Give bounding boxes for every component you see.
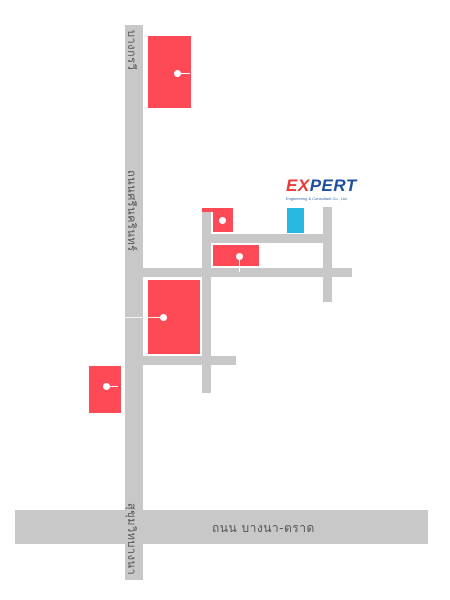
main-vertical-road: [125, 25, 143, 580]
logo-wordmark: EXPERT: [286, 176, 357, 196]
company-logo: EXPERT Engineering & Consultant Co., Ltd…: [282, 170, 358, 204]
landmark-notch: [202, 208, 213, 212]
landmark-marker: [160, 314, 167, 321]
landmark-leader-line: [178, 73, 190, 74]
destination-building: [287, 208, 304, 233]
landmark-leader-line: [125, 317, 163, 318]
side-road-vertical-2: [323, 207, 332, 302]
road-label-top: บางกรวี: [125, 30, 138, 71]
landmark-leader-line: [106, 386, 118, 387]
side-road-horizontal-1: [143, 268, 352, 277]
landmark-marker: [174, 70, 181, 77]
side-road-horizontal-3: [143, 356, 236, 365]
road-label-bangna-trad: ถนน บางนา-ตราด: [212, 521, 315, 535]
road-label-mid: ถนนศรีนครินทร์: [125, 170, 138, 252]
logo-tagline: Engineering & Consultant Co., Ltd.: [286, 196, 348, 201]
landmark-block-top: [148, 36, 191, 108]
main-horizontal-road: [15, 510, 428, 544]
landmark-leader-line: [239, 256, 240, 272]
side-road-horizontal-2: [211, 234, 327, 243]
logo-word-pert: PERT: [309, 176, 357, 195]
road-label-bottom: สุขุมวิทบางนา: [125, 503, 138, 576]
side-road-vertical-1: [202, 212, 211, 393]
logo-word-ex: EX: [286, 176, 310, 195]
landmark-marker: [219, 217, 226, 224]
